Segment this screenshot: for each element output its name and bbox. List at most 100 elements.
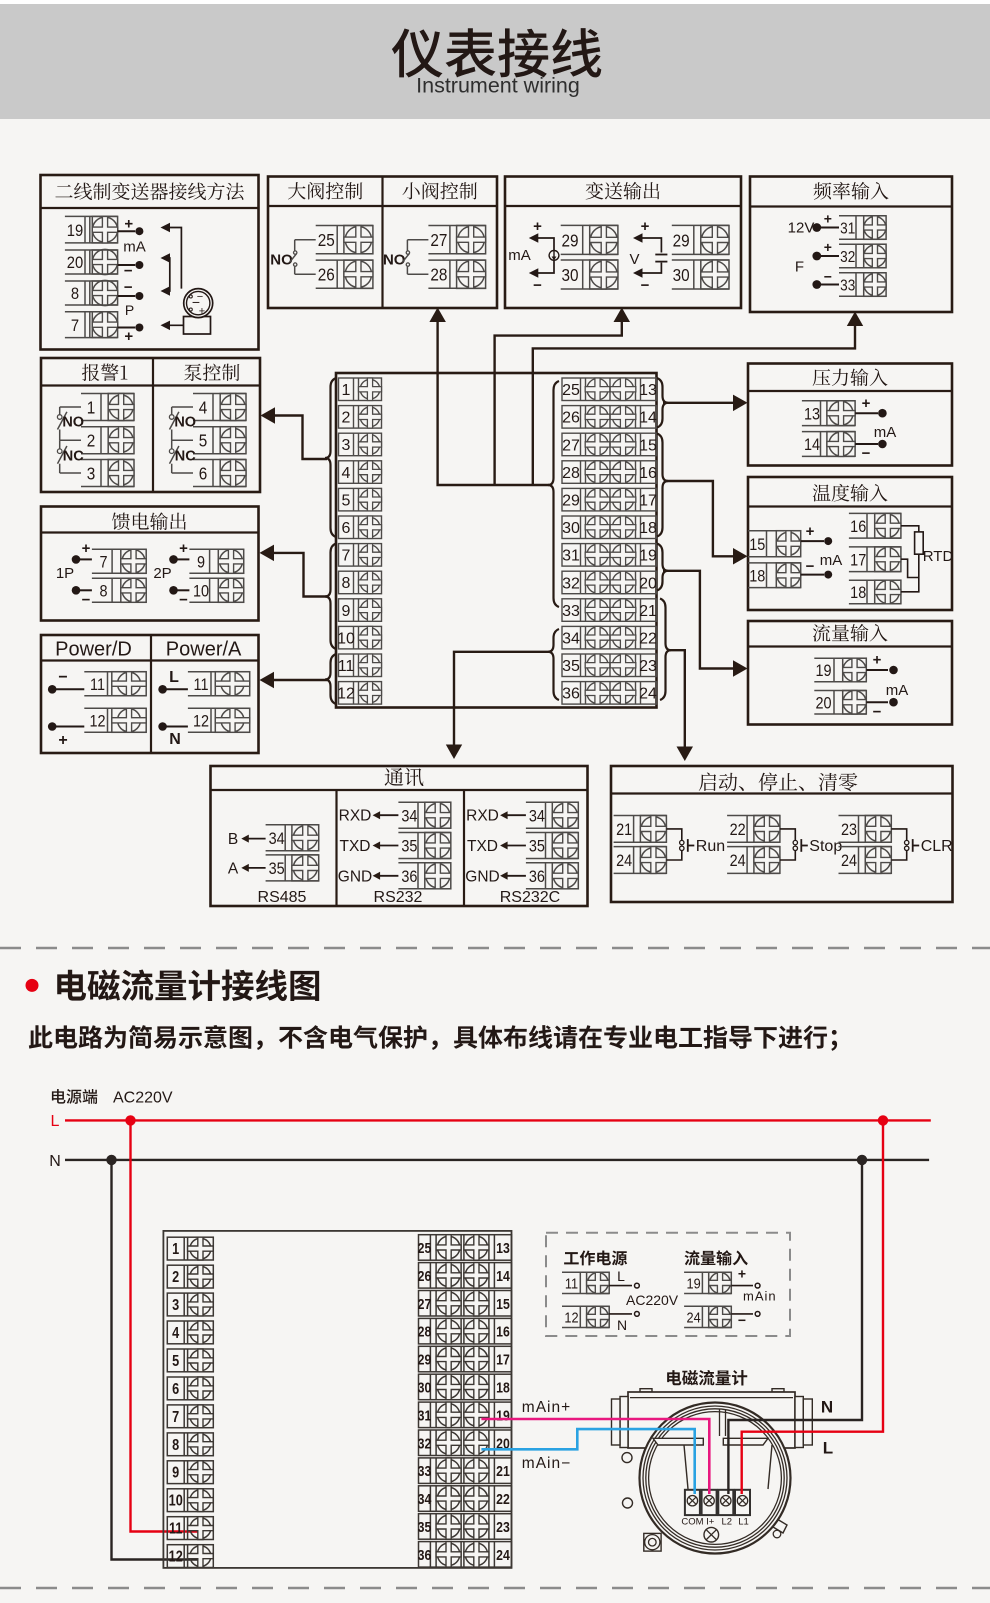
svg-text:16: 16 — [850, 518, 866, 536]
svg-text:31: 31 — [418, 1407, 432, 1423]
svg-text:mA: mA — [886, 682, 909, 699]
svg-text:4: 4 — [199, 397, 208, 417]
svg-text:−: − — [192, 294, 200, 310]
svg-text:35: 35 — [418, 1519, 432, 1535]
svg-text:RXD: RXD — [466, 808, 499, 825]
svg-text:18: 18 — [496, 1379, 510, 1395]
svg-text:34: 34 — [529, 807, 545, 825]
svg-text:+: + — [641, 218, 650, 235]
svg-text:−: − — [873, 704, 882, 721]
svg-text:−: − — [197, 291, 203, 303]
svg-text:AC220V: AC220V — [113, 1090, 173, 1107]
svg-text:13: 13 — [804, 405, 820, 423]
svg-text:NO: NO — [174, 415, 196, 431]
svg-text:22: 22 — [496, 1491, 510, 1507]
svg-text:17: 17 — [639, 492, 657, 509]
svg-text:5: 5 — [342, 492, 351, 509]
svg-text:29: 29 — [673, 230, 690, 250]
svg-text:34: 34 — [418, 1491, 432, 1507]
svg-text:18: 18 — [749, 567, 765, 585]
svg-text:21: 21 — [496, 1463, 510, 1479]
svg-text:7: 7 — [71, 317, 79, 335]
svg-text:11: 11 — [565, 1274, 578, 1291]
svg-text:35: 35 — [401, 838, 417, 856]
svg-text:−: − — [124, 263, 133, 280]
svg-text:L: L — [823, 1439, 833, 1458]
svg-text:13: 13 — [639, 382, 657, 399]
svg-text:8: 8 — [99, 582, 107, 600]
svg-text:7: 7 — [342, 548, 351, 565]
svg-text:21: 21 — [639, 603, 657, 620]
svg-text:34: 34 — [269, 830, 285, 848]
svg-text:7: 7 — [172, 1409, 179, 1426]
svg-text:17: 17 — [496, 1351, 510, 1367]
svg-text:5: 5 — [199, 431, 208, 451]
svg-text:20: 20 — [496, 1435, 510, 1451]
svg-text:36: 36 — [401, 868, 417, 886]
svg-text:NC: NC — [175, 449, 196, 465]
svg-text:+: + — [806, 523, 815, 540]
svg-text:RS232C: RS232C — [500, 889, 560, 906]
svg-text:−: − — [862, 445, 871, 462]
svg-text:4: 4 — [172, 1325, 179, 1342]
svg-text:16: 16 — [496, 1324, 510, 1340]
svg-text:GND: GND — [338, 868, 372, 885]
svg-text:−: − — [806, 558, 815, 575]
svg-text:L: L — [51, 1113, 60, 1130]
svg-text:L1: L1 — [738, 1517, 749, 1528]
svg-text:+: + — [873, 652, 882, 669]
svg-text:34: 34 — [562, 630, 580, 647]
svg-text:NO: NO — [62, 415, 84, 431]
svg-text:12: 12 — [564, 1308, 578, 1325]
svg-text:29: 29 — [562, 492, 580, 509]
svg-text:36: 36 — [418, 1547, 432, 1563]
svg-text:32: 32 — [562, 575, 580, 592]
svg-text:19: 19 — [815, 662, 831, 680]
svg-text:27: 27 — [562, 437, 580, 454]
svg-text:+: + — [738, 1266, 746, 1282]
svg-text:RXD: RXD — [339, 808, 372, 825]
svg-text:19: 19 — [687, 1274, 701, 1291]
svg-text:36: 36 — [529, 868, 545, 886]
svg-text:29: 29 — [561, 230, 578, 250]
svg-text:14: 14 — [804, 436, 820, 454]
svg-text:26: 26 — [418, 1268, 432, 1284]
svg-text:mAin: mAin — [743, 1289, 777, 1304]
svg-text:35: 35 — [269, 860, 285, 878]
svg-text:+: + — [862, 395, 871, 412]
svg-text:−: − — [82, 592, 91, 609]
svg-text:−: − — [824, 269, 832, 285]
svg-text:30: 30 — [561, 265, 578, 285]
svg-text:Power/D: Power/D — [55, 639, 132, 661]
svg-text:1: 1 — [87, 397, 96, 417]
svg-text:mA: mA — [508, 247, 531, 264]
svg-text:AC220V: AC220V — [626, 1292, 679, 1308]
svg-text:26: 26 — [318, 265, 335, 285]
svg-text:12: 12 — [193, 712, 209, 730]
svg-text:mA: mA — [874, 424, 897, 441]
svg-text:RS232: RS232 — [374, 889, 423, 906]
svg-text:N: N — [169, 731, 181, 748]
svg-text:12V: 12V — [788, 220, 815, 237]
svg-text:4: 4 — [342, 465, 351, 482]
svg-text:17: 17 — [850, 551, 866, 569]
svg-text:22: 22 — [639, 630, 657, 647]
svg-text:15: 15 — [749, 536, 765, 554]
svg-text:−: − — [179, 592, 188, 609]
svg-text:1P: 1P — [56, 565, 74, 582]
svg-text:22: 22 — [730, 821, 746, 839]
svg-text:+: + — [533, 218, 542, 235]
svg-text:10: 10 — [337, 630, 355, 647]
svg-text:P: P — [125, 302, 134, 318]
svg-text:9: 9 — [197, 553, 205, 571]
svg-text:23: 23 — [639, 658, 657, 675]
svg-text:29: 29 — [418, 1351, 432, 1367]
svg-text:GND: GND — [465, 868, 499, 885]
svg-text:+: + — [179, 540, 188, 557]
svg-text:20: 20 — [815, 694, 831, 712]
svg-text:27: 27 — [430, 230, 447, 250]
svg-text:−: − — [533, 277, 542, 294]
svg-text:2: 2 — [87, 431, 96, 451]
svg-text:24: 24 — [687, 1308, 701, 1325]
svg-text:mAin+: mAin+ — [522, 1399, 571, 1416]
